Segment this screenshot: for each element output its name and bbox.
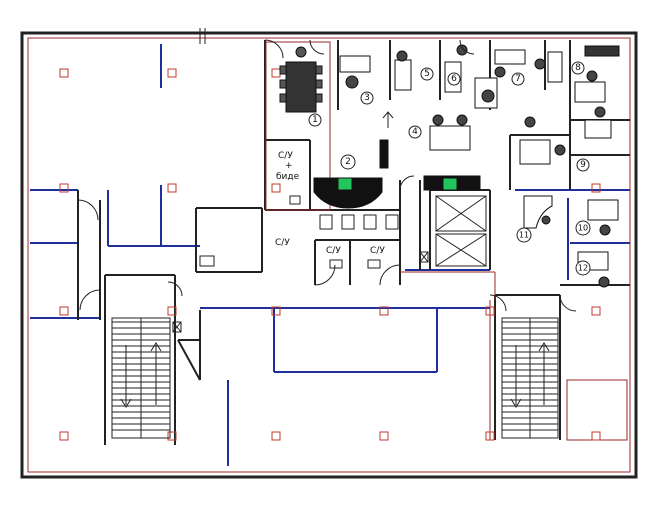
interior-walls <box>77 40 630 445</box>
svg-text:12: 12 <box>578 264 588 273</box>
room-number-3: 3 <box>360 91 374 105</box>
svg-text:6: 6 <box>451 74 457 84</box>
elevators <box>172 195 487 333</box>
conference-table <box>279 46 323 113</box>
wc-bidet-label-line1: С/У <box>278 151 293 161</box>
entrance-arrow-icon <box>382 111 394 128</box>
column-markers <box>59 68 601 441</box>
room-number-2: 2 <box>340 154 356 170</box>
svg-text:11: 11 <box>519 231 529 240</box>
wc-bidet-label-line2: + <box>285 161 293 171</box>
svg-text:2: 2 <box>345 157 351 167</box>
wc-bidet-label-line3: биде <box>276 172 300 182</box>
room-number-6: 6 <box>447 72 461 86</box>
svg-text:9: 9 <box>580 160 586 170</box>
reception-desk <box>313 139 481 209</box>
staircase-right <box>501 317 559 439</box>
wc-label-a: С/У <box>275 238 290 248</box>
svg-text:5: 5 <box>424 69 430 79</box>
svg-text:1: 1 <box>312 115 318 125</box>
room-number-7: 7 <box>511 72 525 86</box>
room-number-11: 11 <box>516 227 532 243</box>
wc-label-c: С/У <box>370 246 385 256</box>
wc-label-b: С/У <box>326 246 341 256</box>
room-number-8: 8 <box>571 61 585 75</box>
svg-text:7: 7 <box>515 74 521 84</box>
room-number-10: 10 <box>575 220 591 236</box>
staircase-left <box>111 317 171 439</box>
sanitary-fixtures <box>199 195 399 269</box>
svg-text:3: 3 <box>364 93 370 103</box>
door-swings <box>77 39 577 312</box>
room-number-5: 5 <box>420 67 434 81</box>
room-number-9: 9 <box>576 158 590 172</box>
room-number-12: 12 <box>575 260 591 276</box>
svg-text:10: 10 <box>578 224 588 233</box>
svg-text:4: 4 <box>412 127 418 137</box>
svg-text:8: 8 <box>575 63 581 73</box>
partitions <box>30 44 630 466</box>
room-number-1: 1 <box>308 113 322 127</box>
room-number-4: 4 <box>408 125 422 139</box>
outer-walls <box>20 28 638 479</box>
